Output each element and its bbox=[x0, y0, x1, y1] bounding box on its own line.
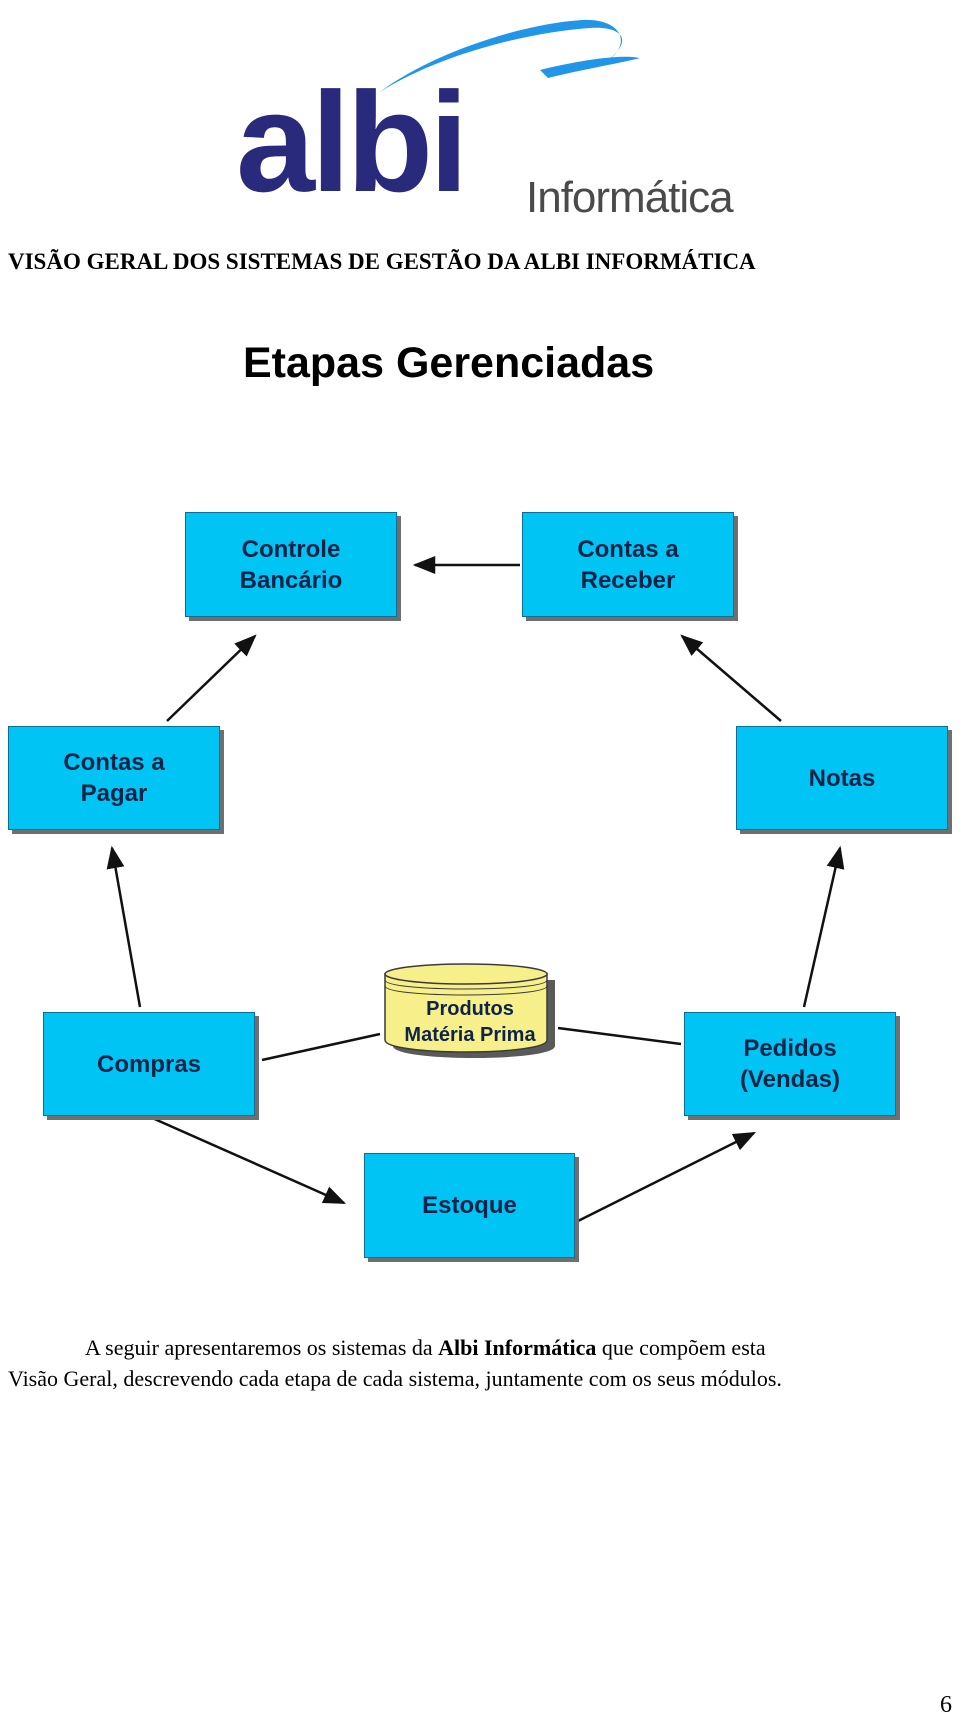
node-label-line: Matéria Prima bbox=[404, 1024, 536, 1046]
diagram-title: Etapas Gerenciadas bbox=[243, 339, 655, 387]
company-name: Albi Informática bbox=[438, 1335, 597, 1360]
node-label-line: Contas a bbox=[577, 535, 679, 563]
node-label-line: (Vendas) bbox=[739, 1066, 841, 1093]
node-label-line: Bancário bbox=[239, 566, 343, 594]
paragraph-text: que compõem esta bbox=[596, 1335, 766, 1360]
database-icon bbox=[384, 963, 555, 1058]
node-contas-pagar: Contas a Pagar bbox=[8, 726, 220, 830]
page-number: 6 bbox=[940, 1692, 952, 1718]
edge-compras-to-pagar bbox=[106, 845, 142, 1008]
albi-logo: albi Informática bbox=[230, 14, 734, 222]
node-estoque: Estoque bbox=[364, 1153, 575, 1258]
logo-wordmark: albi bbox=[236, 63, 469, 222]
node-label-line: Notas bbox=[808, 764, 876, 792]
paragraph-line: A seguir apresentaremos os sistemas da A… bbox=[8, 1332, 958, 1363]
diagram-connectors bbox=[106, 556, 845, 1223]
node-label-line: Controle bbox=[241, 535, 341, 563]
document-title: VISÃO GERAL DOS SISTEMAS DE GESTÃO DA AL… bbox=[8, 249, 756, 274]
edge-produtos-to-pedidos bbox=[557, 1026, 682, 1046]
node-label-line: Produtos bbox=[426, 998, 514, 1020]
edge-pedidos-to-notas bbox=[802, 845, 845, 1008]
edge-notas-to-receber bbox=[680, 634, 782, 722]
logo-subtitle: Informática bbox=[526, 173, 734, 222]
node-label-line: Pagar bbox=[80, 780, 148, 807]
node-label-line: Contas a bbox=[63, 749, 165, 776]
node-contas-receber: Contas a Receber bbox=[522, 512, 734, 617]
node-controle-bancario: Controle Bancário bbox=[185, 512, 397, 617]
edge-pagar-to-bancario bbox=[166, 634, 257, 722]
node-label-line: Estoque bbox=[422, 1192, 517, 1219]
intro-paragraph: A seguir apresentaremos os sistemas da A… bbox=[8, 1332, 958, 1394]
node-label-line: Receber bbox=[580, 566, 676, 594]
paragraph-line: Visão Geral, descrevendo cada etapa de c… bbox=[8, 1366, 782, 1391]
edge-compras-to-estoque bbox=[149, 1115, 347, 1205]
node-pedidos-vendas: Pedidos (Vendas) bbox=[684, 1012, 896, 1116]
logo-swoosh-icon bbox=[380, 19, 640, 92]
edge-estoque-to-pedidos bbox=[577, 1131, 757, 1223]
paragraph-text: A seguir apresentaremos os sistemas da bbox=[85, 1335, 439, 1360]
node-produtos-materia-prima: Produtos Matéria Prima bbox=[383, 996, 557, 1048]
node-label-line: Compras bbox=[96, 1050, 202, 1078]
node-notas: Notas bbox=[736, 726, 948, 830]
node-label-line: Pedidos bbox=[743, 1035, 837, 1062]
node-compras: Compras bbox=[43, 1012, 255, 1116]
edge-compras-to-produtos bbox=[261, 1032, 381, 1062]
